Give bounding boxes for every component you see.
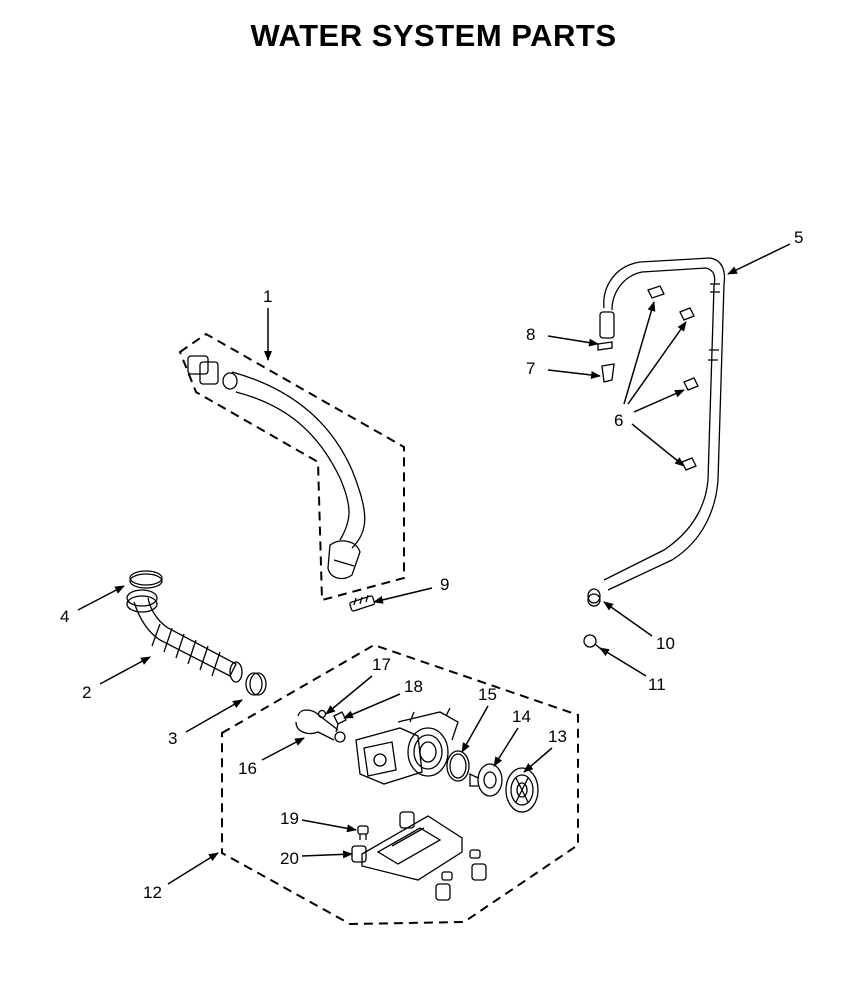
callout-2: 2 bbox=[82, 683, 91, 702]
callout-8: 8 bbox=[526, 325, 535, 344]
hose-clamp-part-9 bbox=[349, 594, 376, 612]
leader-16 bbox=[261, 737, 305, 761]
leader-20 bbox=[301, 850, 353, 859]
callout-1: 1 bbox=[263, 287, 272, 306]
screw-part-19 bbox=[357, 825, 481, 881]
callout-17: 17 bbox=[372, 655, 391, 674]
drain-hose-part bbox=[187, 355, 366, 580]
callout-16: 16 bbox=[238, 759, 257, 778]
leader-6c bbox=[633, 389, 685, 413]
callout-7: 7 bbox=[526, 359, 535, 378]
leader-18 bbox=[343, 693, 401, 719]
leader-12 bbox=[167, 852, 219, 885]
leader-13 bbox=[523, 747, 553, 773]
leader-14 bbox=[493, 727, 519, 767]
leader-6b bbox=[627, 321, 687, 405]
leader-9 bbox=[373, 587, 433, 604]
leader-2 bbox=[99, 656, 151, 685]
clamp-part-11 bbox=[583, 634, 603, 651]
pump-assembly-group[interactable] bbox=[221, 643, 579, 926]
drain-hose-dashed-outline bbox=[178, 332, 405, 602]
leader-19 bbox=[301, 819, 357, 833]
part-8 bbox=[597, 341, 613, 351]
callout-18: 18 bbox=[404, 677, 423, 696]
hose-part-16 bbox=[295, 709, 346, 743]
page-title: WATER SYSTEM PARTS bbox=[250, 18, 617, 53]
callout-4: 4 bbox=[60, 607, 69, 626]
gasket-part-15 bbox=[446, 750, 470, 782]
leader-5 bbox=[727, 243, 791, 275]
drain-hose-group[interactable] bbox=[178, 332, 405, 602]
leader-7 bbox=[547, 369, 601, 379]
drain-pump-body bbox=[355, 707, 459, 785]
inlet-hose-part-5 bbox=[587, 257, 726, 604]
callout-6: 6 bbox=[614, 411, 623, 430]
part-7 bbox=[601, 363, 615, 383]
leader-10 bbox=[603, 601, 653, 637]
leader-6a bbox=[623, 301, 656, 405]
leader-11 bbox=[599, 647, 647, 677]
pump-assembly-dashed-outline bbox=[221, 643, 579, 926]
callout-15: 15 bbox=[478, 685, 497, 704]
callout-14: 14 bbox=[512, 707, 531, 726]
clamp-part-10 bbox=[587, 593, 601, 607]
callout-11: 11 bbox=[648, 675, 666, 694]
sump-hose-part-2 bbox=[126, 589, 243, 683]
callout-19: 19 bbox=[280, 809, 299, 828]
leader-8 bbox=[547, 335, 599, 347]
leader-4 bbox=[77, 585, 125, 611]
callout-5: 5 bbox=[794, 228, 803, 247]
mounting-bracket bbox=[361, 815, 463, 881]
clip-part-17 bbox=[317, 709, 327, 719]
leader-15 bbox=[461, 705, 489, 753]
callout-12: 12 bbox=[143, 883, 162, 902]
callout-3: 3 bbox=[168, 729, 177, 748]
callout-10: 10 bbox=[656, 634, 675, 653]
callout-13: 13 bbox=[548, 727, 567, 746]
clamp-part-4 bbox=[129, 570, 163, 589]
filter-cap-part-13 bbox=[505, 767, 539, 813]
part-18 bbox=[333, 711, 347, 733]
clamp-part-3 bbox=[245, 672, 267, 696]
leader-3 bbox=[185, 699, 243, 733]
callout-9: 9 bbox=[440, 575, 449, 594]
leader-17 bbox=[325, 675, 373, 715]
impeller-part-14 bbox=[469, 763, 503, 797]
grommet-part-20 bbox=[351, 811, 487, 901]
leader-6d bbox=[631, 423, 685, 467]
hose-clip-part-6 bbox=[647, 285, 699, 471]
callout-20: 20 bbox=[280, 849, 299, 868]
